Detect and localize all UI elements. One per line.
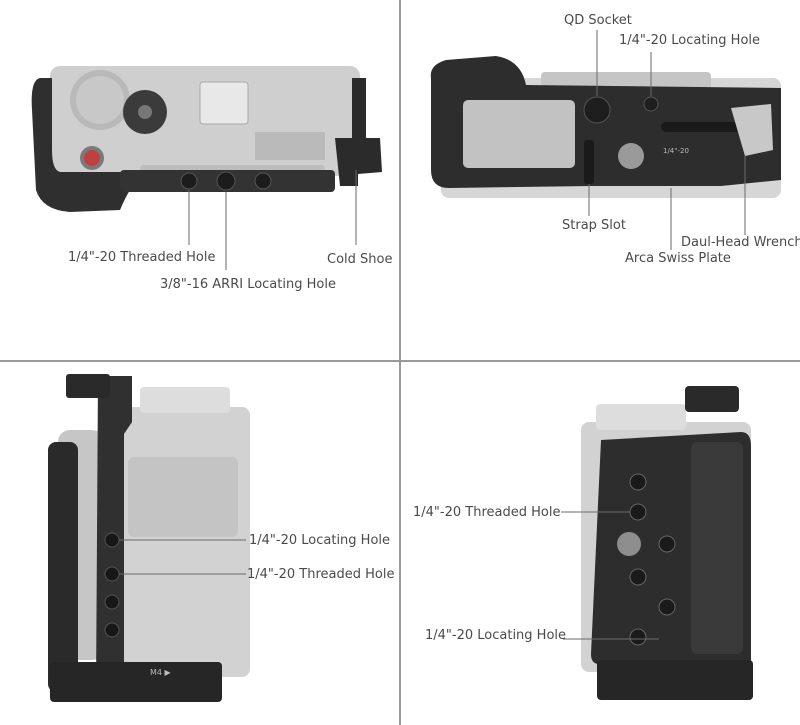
side-door [128,457,238,537]
threaded-hole-2 [254,172,272,190]
shutter-dial-center [138,105,152,119]
dual-head-wrench [731,104,773,156]
mode-dial-inner [76,76,124,124]
plate-marking-text: M4 ▶ [150,668,172,677]
cage-base [50,662,222,702]
label-threaded-hole: 1/4"-20 Threaded Hole [68,250,216,265]
strap-slot [584,140,594,184]
cage-base [597,660,753,700]
label-threaded-hole: 1/4"-20 Threaded Hole [247,567,395,582]
cage-grip [48,442,78,692]
side-hole-4 [104,622,120,638]
grip-ridges [691,442,743,654]
qd-socket [583,96,611,124]
threaded-hole [629,503,647,521]
cage-side-plate [96,376,205,692]
mounting-screw [618,143,644,169]
camera-body [120,407,250,677]
battery-door [463,100,575,168]
vertical-divider [399,0,401,725]
camera-top [140,387,230,413]
label-threaded-hole: 1/4"-20 Threaded Hole [413,505,561,520]
cage-top-shoe [66,374,110,398]
side-hole-1 [629,473,647,491]
threaded-hole [104,566,120,582]
side-hole-6 [629,628,647,646]
horizontal-divider [0,360,800,362]
threaded-hole-1 [180,172,198,190]
right-side-view-illustration [561,386,753,700]
mounting-screw [617,532,641,556]
locating-hole [104,532,120,548]
cold-shoe [335,138,382,186]
label-locating-hole: 1/4"-20 Locating Hole [425,628,567,643]
camera-lens-ring [541,72,711,90]
bottom-view-panel: 1/4"-20 QD Socket 1/4"-20 Locating Hole … [401,0,800,360]
label-wrench: Daul-Head Wrench [681,235,800,250]
label-locating-hole: 1/4"-20 Locating Hole [249,533,391,548]
right-side-view-panel: 1/4"-20 Threaded Hole 1/4"-20 Locating H… [401,362,800,725]
locating-hole [643,96,659,112]
label-strap-slot: Strap Slot [562,218,626,233]
label-qd-socket: QD Socket [564,13,632,28]
cage-left-grip [31,78,140,212]
side-hole-4 [629,568,647,586]
cage-right-side [352,78,366,146]
left-side-view-panel: M4 ▶ 1/4"-20 Locating Hole 1/4"-20 Threa… [0,362,399,725]
plate-marking-text: 1/4"-20 [663,147,689,155]
left-side-view-illustration: M4 ▶ [48,374,250,702]
top-view-panel: 1/4"-20 Threaded Hole 3/8"-16 ARRI Locat… [0,0,399,360]
label-locating-hole: 1/4"-20 Locating Hole [619,33,761,48]
hot-shoe [199,81,249,125]
bottom-view-illustration: 1/4"-20 [430,30,781,250]
label-arca: Arca Swiss Plate [625,251,731,266]
side-hole-3 [104,594,120,610]
camera-top [596,404,686,430]
arca-slot [661,122,741,132]
cage-top-lever [685,386,739,412]
side-hole-3 [658,535,676,553]
label-cold-shoe: Cold Shoe [327,252,393,267]
arri-hole [216,171,236,191]
record-button [84,150,100,166]
label-arri-hole: 3/8"-16 ARRI Locating Hole [160,277,336,292]
mic-grille [255,132,325,160]
top-view-illustration [31,66,382,270]
locating-hole [658,598,676,616]
